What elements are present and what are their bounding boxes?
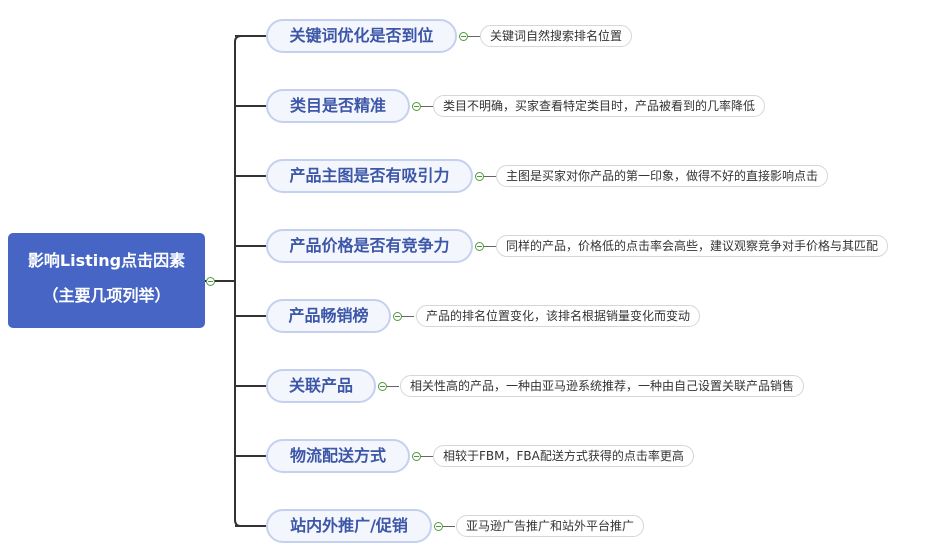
branch-detail[interactable]: 类目不明确，买家查看特定类目时，产品被看到的几率降低	[433, 95, 766, 117]
branch-topic[interactable]: 产品主图是否有吸引力	[266, 159, 473, 193]
branch-detail[interactable]: 产品的排名位置变化，该排名根据销量变化而变动	[416, 305, 701, 327]
root-title: 影响Listing点击因素	[27, 251, 186, 270]
branch-detail[interactable]: 同样的产品，价格低的点击率会高些，建议观察竞争对手价格与其匹配	[496, 235, 889, 257]
collapse-toggle[interactable]	[475, 172, 484, 181]
collapse-toggle[interactable]	[393, 312, 402, 321]
collapse-toggle[interactable]	[412, 452, 421, 461]
trunk-line	[234, 35, 242, 527]
branch-topic[interactable]: 类目是否精准	[266, 89, 410, 123]
collapse-toggle[interactable]	[434, 522, 443, 531]
branch-detail[interactable]: 相关性高的产品，一种由亚马逊系统推荐，一种由自己设置关联产品销售	[400, 375, 805, 397]
branch-topic[interactable]: 关联产品	[266, 369, 376, 403]
branch-detail[interactable]: 亚马逊广告推广和站外平台推广	[456, 515, 645, 537]
collapse-toggle[interactable]	[475, 242, 484, 251]
root-topic[interactable]: 影响Listing点击因素 （主要几项列举）	[8, 233, 205, 328]
root-subtitle: （主要几项列举）	[42, 286, 171, 305]
branch-topic[interactable]: 物流配送方式	[266, 439, 410, 473]
branch-detail[interactable]: 主图是买家对你产品的第一印象，做得不好的直接影响点击	[496, 165, 829, 187]
branch-topic[interactable]: 关键词优化是否到位	[266, 19, 457, 53]
branch-detail[interactable]: 关键词自然搜索排名位置	[480, 25, 633, 47]
collapse-toggle[interactable]	[378, 382, 387, 391]
branch-topic[interactable]: 产品畅销榜	[266, 299, 391, 333]
branch-topic[interactable]: 产品价格是否有竞争力	[266, 229, 473, 263]
collapse-toggle[interactable]	[459, 32, 468, 41]
root-collapse-toggle[interactable]	[206, 277, 215, 286]
collapse-toggle[interactable]	[412, 102, 421, 111]
branch-detail[interactable]: 相较于FBM，FBA配送方式获得的点击率更高	[433, 445, 694, 467]
branch-topic[interactable]: 站内外推广/促销	[266, 509, 432, 543]
